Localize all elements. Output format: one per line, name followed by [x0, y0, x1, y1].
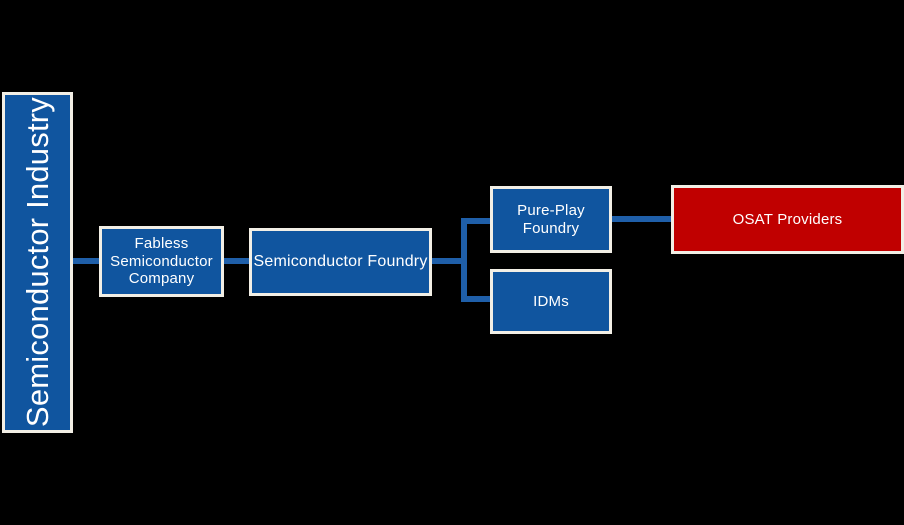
node-osat-providers[interactable]: OSAT Providers — [671, 185, 904, 254]
connector-foundry-to-split — [430, 258, 467, 264]
node-semiconductor-foundry-label: Semiconductor Foundry — [253, 252, 428, 270]
node-pure-play-foundry[interactable]: Pure-Play Foundry — [490, 186, 612, 253]
node-fabless-semiconductor-company-label: Fabless Semiconductor Company — [110, 234, 213, 288]
connector-industry-to-fabless — [72, 258, 101, 264]
connector-fabless-to-foundry — [222, 258, 251, 264]
connector-pureplay-to-osat — [610, 216, 673, 222]
node-idms[interactable]: IDMs — [490, 269, 612, 334]
node-fabless-semiconductor-company[interactable]: Fabless Semiconductor Company — [99, 226, 224, 297]
node-semiconductor-foundry[interactable]: Semiconductor Foundry — [249, 228, 432, 296]
connector-split-vertical-bus — [461, 218, 467, 302]
node-semiconductor-industry-label: Semiconductor Industry — [20, 97, 55, 428]
connector-split-to-pureplay — [461, 218, 492, 224]
node-idms-label: IDMs — [533, 292, 569, 310]
node-semiconductor-industry[interactable]: Semiconductor Industry — [2, 92, 73, 433]
node-osat-providers-label: OSAT Providers — [732, 210, 843, 228]
node-pure-play-foundry-label: Pure-Play Foundry — [517, 201, 585, 237]
connector-split-to-idms — [461, 296, 492, 302]
